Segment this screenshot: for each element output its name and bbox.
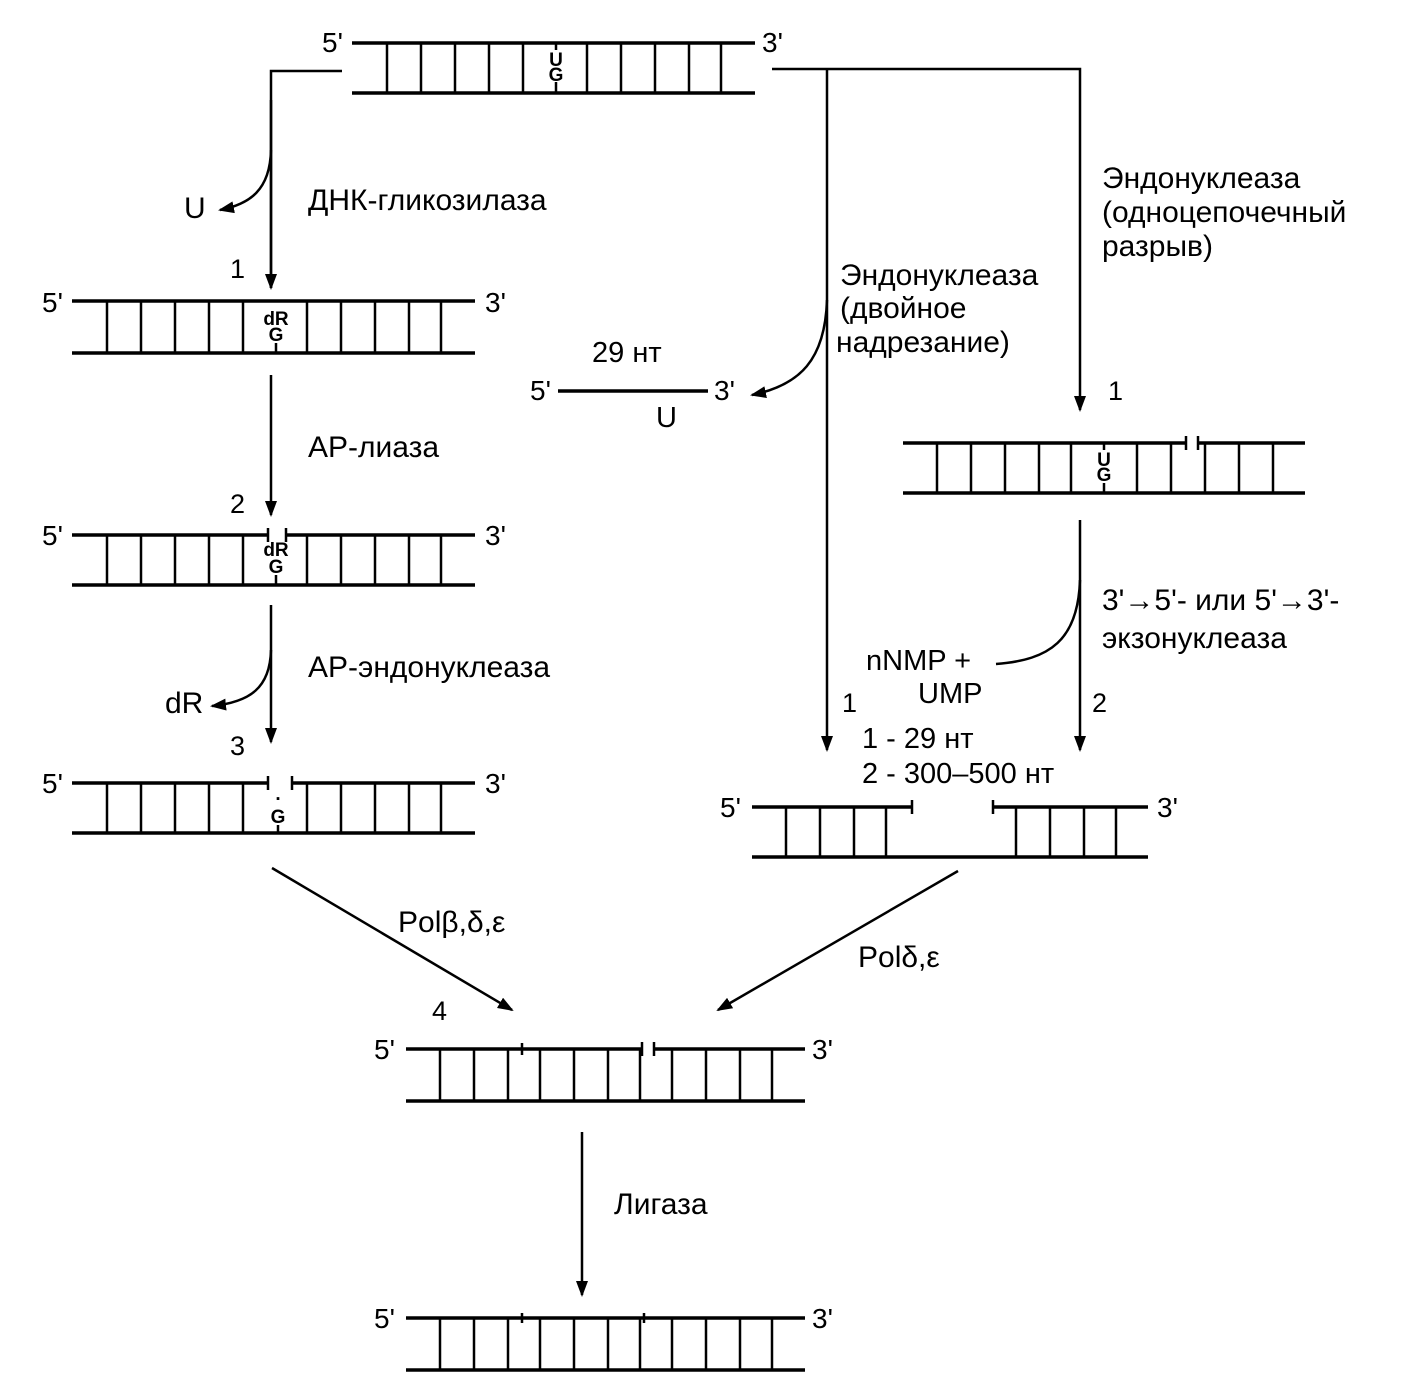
five-prime-label: 5' bbox=[42, 768, 63, 799]
step-r1: 1 bbox=[1108, 376, 1123, 406]
step-1: 1 bbox=[230, 254, 245, 284]
three-prime-label: 3' bbox=[762, 27, 783, 58]
label-exo-1: 3'→5'- или 5'→3'- bbox=[1102, 584, 1339, 617]
three-prime-label: 3' bbox=[812, 1303, 833, 1334]
step-r2: 2 bbox=[1092, 688, 1107, 718]
left-branch: U ДНК-гликозилаза 1 dR G 5' 3' AP-лиаза … bbox=[42, 100, 550, 835]
excision-arrow bbox=[750, 299, 829, 399]
three-prime-label: 3' bbox=[714, 375, 735, 406]
arrow-left-to-repair bbox=[271, 866, 514, 1012]
three-prime-label: 3' bbox=[485, 520, 506, 551]
step-3: 3 bbox=[230, 731, 245, 761]
three-prime-label: 3' bbox=[485, 287, 506, 318]
dna-duplex-step1: dR G 5' 3' bbox=[42, 287, 506, 355]
three-prime-label: 3' bbox=[812, 1034, 833, 1065]
base-g: G bbox=[269, 557, 284, 578]
middle-branch: Эндонуклеаза (двойное надрезание) 5' 3' … bbox=[530, 259, 1039, 718]
dna-duplex-step2: dR G 5' 3' bbox=[42, 520, 506, 587]
label-endo-single-1: Эндонуклеаза bbox=[1102, 162, 1301, 195]
convergence: Polβ,δ,ε Polδ,ε 4 bbox=[271, 866, 959, 1026]
label-ap-endonuclease: AP-эндонуклеаза bbox=[308, 651, 550, 684]
label-glycosylase: ДНК-гликозилаза bbox=[308, 184, 547, 217]
five-prime-label: 5' bbox=[374, 1034, 395, 1065]
five-prime-label: 5' bbox=[374, 1303, 395, 1334]
dna-duplex-step4: 5' 3' bbox=[374, 1034, 833, 1103]
step-4: 4 bbox=[432, 996, 447, 1026]
label-endo-double-3: надрезание) bbox=[836, 326, 1010, 359]
five-prime-label: 5' bbox=[322, 27, 343, 58]
step-2: 2 bbox=[230, 489, 245, 519]
label-pol-right: Polδ,ε bbox=[858, 941, 940, 974]
step-m1: 1 bbox=[842, 688, 857, 718]
three-prime-label: 3' bbox=[485, 768, 506, 799]
label-endo-single-2: (одноцепочечный bbox=[1102, 196, 1346, 229]
gap-length-2: 2 - 300–500 нт bbox=[862, 758, 1054, 790]
base-g: G bbox=[269, 325, 284, 346]
gap-length-1: 1 - 29 нт bbox=[862, 723, 974, 755]
arrow-right-to-repair bbox=[716, 869, 959, 1012]
three-prime-label: 3' bbox=[1157, 792, 1178, 823]
dna-duplex-top: U G 5' 3' bbox=[322, 27, 783, 95]
base-u: U bbox=[549, 50, 563, 71]
fragment-u: U bbox=[656, 402, 677, 434]
released-dr: dR bbox=[165, 687, 203, 720]
base-dr: dR bbox=[263, 540, 289, 561]
dna-duplex-gapped: 5' 3' bbox=[720, 792, 1178, 859]
base-dr: dR bbox=[263, 309, 289, 330]
five-prime-label: 5' bbox=[530, 375, 551, 406]
fragment-length: 29 нт bbox=[592, 337, 662, 369]
label-ump: UMP bbox=[918, 678, 982, 710]
base-g: G bbox=[1097, 465, 1112, 486]
label-endo-double-2: (двойное bbox=[840, 292, 966, 325]
label-ap-lyase: AP-лиаза bbox=[308, 431, 439, 464]
dna-duplex-nicked: U G bbox=[903, 436, 1305, 495]
label-endo-single-3: разрыв) bbox=[1102, 230, 1213, 263]
dna-duplex-final: 5' 3' bbox=[374, 1303, 833, 1372]
five-prime-label: 5' bbox=[42, 520, 63, 551]
base-u: U bbox=[1097, 450, 1111, 471]
five-prime-label: 5' bbox=[720, 792, 741, 823]
label-pol-left: Polβ,δ,ε bbox=[398, 906, 505, 939]
exo-release-curve bbox=[995, 579, 1082, 666]
right-branch: Эндонуклеаза (одноцепочечный разрыв) 1 U… bbox=[720, 162, 1346, 859]
label-endo-double-1: Эндонуклеаза bbox=[840, 259, 1039, 292]
release-u-arrow bbox=[218, 149, 273, 214]
abasic-gap-mark: . bbox=[275, 784, 280, 805]
label-nnmp: nNMP + bbox=[866, 645, 971, 677]
five-prime-label: 5' bbox=[42, 287, 63, 318]
label-exo-2: экзонуклеаза bbox=[1102, 622, 1287, 655]
dna-duplex-step3: . G 5' 3' bbox=[42, 768, 506, 835]
excised-oligo: 5' 3' 29 нт U bbox=[530, 337, 735, 434]
base-g: G bbox=[271, 807, 286, 828]
released-u: U bbox=[184, 192, 206, 225]
label-ligase: Лигаза bbox=[614, 1188, 708, 1221]
release-dr-arrow bbox=[210, 649, 273, 711]
base-g: G bbox=[549, 65, 564, 86]
